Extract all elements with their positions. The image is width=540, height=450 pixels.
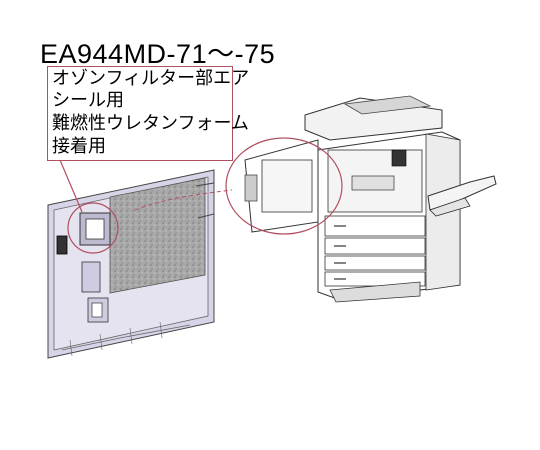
callout-line-4: 接着用 <box>52 136 106 157</box>
highlight-circle-left <box>67 202 119 254</box>
callout-line-2: シール用 <box>52 90 124 111</box>
highlight-circle-right <box>225 137 343 235</box>
ozone-filter-area <box>109 177 206 294</box>
callout-box: オゾンフィルター部エア シール用 難燃性ウレタンフォーム 接着用 <box>47 66 249 161</box>
callout-line-1: オゾンフィルター部エア <box>52 68 250 89</box>
callout-leader-line <box>59 159 83 213</box>
callout-line-3: 難燃性ウレタンフォーム <box>52 113 249 134</box>
copier-machine-diagram <box>244 95 497 303</box>
product-code-title: EA944MD-71～-75 <box>40 39 276 69</box>
enlarged-panel-diagram <box>47 169 233 359</box>
